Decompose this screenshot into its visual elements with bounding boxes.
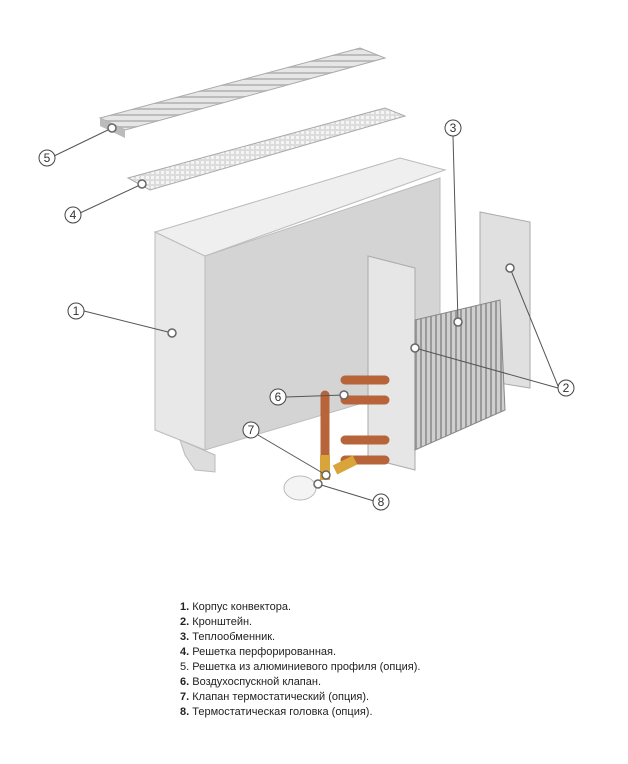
- callout-6-label: 6: [275, 390, 282, 404]
- legend-item: 2. Кронштейн.: [180, 615, 420, 630]
- legend-item: 8. Термостатическая головка (опция).: [180, 705, 420, 720]
- callout-5-label: 5: [44, 151, 51, 165]
- callout-1-label: 1: [73, 304, 80, 318]
- callout-4-label: 4: [70, 208, 77, 222]
- legend-text: Термостатическая головка (опция).: [192, 706, 373, 718]
- legend-number: 1.: [180, 601, 190, 613]
- parts-legend: 1. Корпус конвектора. 2. Кронштейн. 3. Т…: [180, 600, 420, 720]
- legend-text: Кронштейн.: [192, 616, 253, 628]
- copper-pipes: [320, 375, 390, 465]
- legend-item: 5. Решетка из алюминиевого профиля (опци…: [180, 660, 420, 675]
- callout-7: [242, 421, 260, 439]
- legend-text: Теплообменник.: [192, 631, 276, 643]
- legend-number: 6.: [180, 676, 190, 688]
- callout-6: [269, 388, 287, 406]
- callout-3-label: 3: [450, 121, 457, 135]
- legend-item: 1. Корпус конвектора.: [180, 600, 420, 615]
- legend-text: Решетка из алюминиевого профиля (опция).: [192, 661, 421, 673]
- callout-2-label: 2: [563, 381, 570, 395]
- legend-text: Корпус конвектора.: [192, 601, 292, 613]
- thermostatic-head: [283, 475, 317, 501]
- aluminium-grille: [98, 47, 387, 131]
- legend-number: 4.: [180, 646, 190, 658]
- convector-exploded-illustration: 5 4 3 1 2 6 7 8: [38, 47, 575, 511]
- callout-2: [557, 379, 575, 397]
- convector-body: [154, 231, 206, 451]
- legend-number: 3.: [180, 631, 190, 643]
- legend-number: 5.: [180, 661, 190, 673]
- legend-item: 3. Теплообменник.: [180, 630, 420, 645]
- callout-3: [444, 119, 462, 137]
- legend-text: Воздухоспускной клапан.: [192, 676, 322, 688]
- legend-text: Клапан термостатический (опция).: [192, 691, 370, 703]
- callout-5: [38, 149, 56, 167]
- bracket-left: [367, 255, 416, 471]
- callout-8-label: 8: [378, 495, 385, 509]
- callout-8: [372, 493, 390, 511]
- callout-1: [67, 302, 85, 320]
- legend-text: Решетка перфорированная.: [192, 646, 337, 658]
- callout-4: [64, 206, 82, 224]
- legend-item: 6. Воздухоспускной клапан.: [180, 675, 420, 690]
- legend-item: 7. Клапан термостатический (опция).: [180, 690, 420, 705]
- legend-number: 2.: [180, 616, 190, 628]
- legend-number: 8.: [180, 706, 190, 718]
- heat-exchanger: [414, 299, 506, 451]
- callout-7-label: 7: [248, 423, 255, 437]
- legend-number: 7.: [180, 691, 190, 703]
- legend-item: 4. Решетка перфорированная.: [180, 645, 420, 660]
